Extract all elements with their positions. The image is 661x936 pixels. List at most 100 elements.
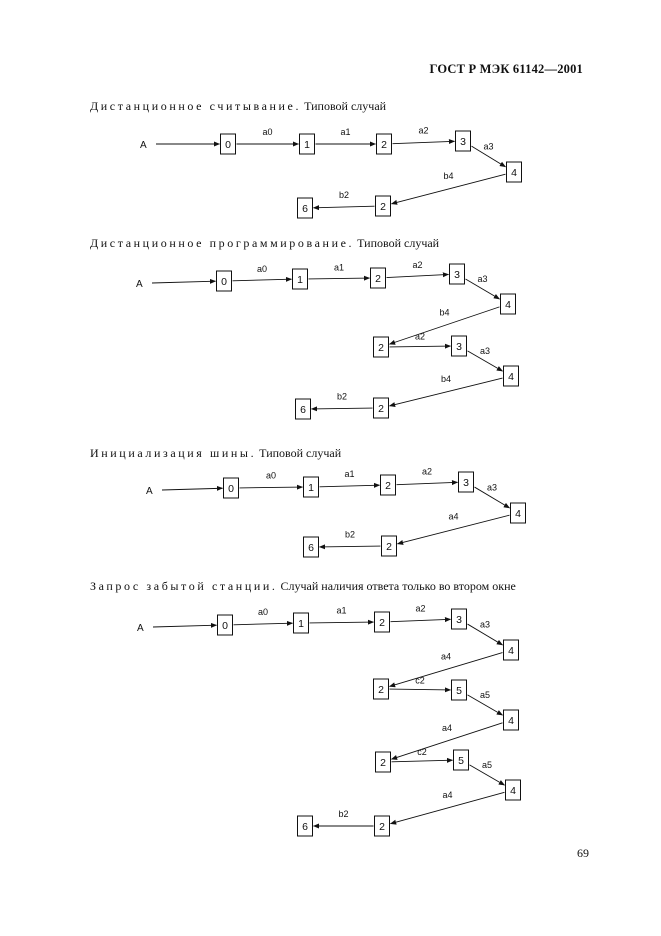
edge-arrow bbox=[310, 406, 373, 412]
state-label: 4 bbox=[511, 167, 517, 179]
state-node: 2 bbox=[373, 397, 389, 419]
state-label: 4 bbox=[508, 715, 514, 727]
state-box bbox=[223, 477, 239, 499]
state-box bbox=[374, 815, 390, 837]
state-node: 4 bbox=[506, 161, 522, 183]
state-node: 2 bbox=[375, 751, 391, 773]
state-box bbox=[295, 398, 311, 420]
page-number: 69 bbox=[577, 846, 589, 860]
state-node: 3 bbox=[455, 130, 471, 152]
state-label: 2 bbox=[375, 273, 381, 285]
state-node: 1 bbox=[292, 268, 308, 290]
state-node: 0 bbox=[223, 477, 239, 499]
state-node: 2 bbox=[380, 474, 396, 496]
edge-label: a2 bbox=[415, 604, 425, 614]
state-box bbox=[375, 195, 391, 217]
state-box bbox=[293, 612, 309, 634]
state-node: 3 bbox=[451, 608, 467, 630]
section-title-forgotten-station: Запрос забытой станции. Случай наличия о… bbox=[90, 579, 516, 594]
edge-label: a0 bbox=[262, 127, 272, 137]
state-node: 2 bbox=[373, 678, 389, 700]
edge-arrow bbox=[389, 687, 452, 693]
edge-label: a4 bbox=[442, 790, 452, 800]
state-box bbox=[380, 474, 396, 496]
start-label: А bbox=[146, 486, 153, 497]
section-title-remote-reading: Дистанционное считывание. Типовой случай bbox=[90, 99, 386, 114]
edge-label: a1 bbox=[340, 127, 350, 137]
edge-label: a4 bbox=[442, 723, 452, 733]
edge-label: a0 bbox=[258, 607, 268, 617]
state-node: 6 bbox=[303, 536, 319, 558]
edge-label: b2 bbox=[337, 392, 347, 402]
edge-arrow bbox=[471, 145, 507, 168]
state-node: 2 bbox=[373, 336, 389, 358]
state-node: 0 bbox=[220, 133, 236, 155]
section-title-main: Инициализация шины. bbox=[90, 446, 257, 460]
edge-label: a3 bbox=[480, 346, 490, 356]
state-node: 2 bbox=[370, 267, 386, 289]
edge-label: a3 bbox=[483, 142, 493, 152]
state-box bbox=[303, 536, 319, 558]
state-node: 4 bbox=[510, 502, 526, 524]
edge-arrow bbox=[467, 623, 504, 646]
state-label: 2 bbox=[379, 821, 385, 833]
state-box bbox=[503, 709, 519, 731]
state-label: 1 bbox=[297, 274, 303, 286]
edge-label: a1 bbox=[344, 469, 354, 479]
edge-label: b4 bbox=[441, 374, 451, 384]
state-node: 4 bbox=[505, 779, 521, 801]
state-node: 6 bbox=[297, 197, 313, 219]
state-box bbox=[374, 611, 390, 633]
state-box bbox=[303, 476, 319, 498]
section-title-main: Запрос забытой станции. bbox=[90, 579, 278, 593]
state-box bbox=[510, 502, 526, 524]
state-label: 3 bbox=[460, 136, 466, 148]
edge-label: a5 bbox=[482, 760, 492, 770]
edge-arrow bbox=[239, 484, 304, 490]
edge-label: a5 bbox=[480, 690, 490, 700]
state-label: 2 bbox=[378, 342, 384, 354]
state-label: 2 bbox=[378, 403, 384, 415]
state-label: 6 bbox=[302, 203, 308, 215]
state-label: 0 bbox=[225, 139, 231, 151]
edge-label: a2 bbox=[422, 467, 432, 477]
start-label: А bbox=[136, 279, 143, 290]
section-title-main: Дистанционное считывание. bbox=[90, 99, 302, 113]
edge-label: b2 bbox=[338, 809, 348, 819]
state-label: 6 bbox=[302, 821, 308, 833]
edge-label: a2 bbox=[415, 332, 425, 342]
edge-arrow bbox=[308, 275, 371, 281]
edge-arrow bbox=[232, 276, 293, 282]
section-title-case: Случай наличия ответа только во втором о… bbox=[280, 579, 516, 593]
state-box bbox=[451, 335, 467, 357]
state-node: 6 bbox=[295, 398, 311, 420]
edge-arrow bbox=[386, 272, 450, 279]
section-title-remote-programming: Дистанционное программирование. Типовой … bbox=[90, 236, 439, 251]
edge-label: a1 bbox=[334, 263, 344, 273]
state-box bbox=[373, 397, 389, 419]
state-label: 4 bbox=[510, 785, 516, 797]
standard-header: ГОСТ Р МЭК 61142—2001 bbox=[429, 62, 583, 76]
edge-start-arrow bbox=[161, 485, 224, 491]
state-node: 4 bbox=[503, 639, 519, 661]
state-box bbox=[381, 535, 397, 557]
state-box bbox=[373, 678, 389, 700]
state-label: 2 bbox=[386, 541, 392, 553]
state-label: 5 bbox=[458, 755, 464, 767]
state-node: 4 bbox=[500, 293, 516, 315]
state-node: 3 bbox=[449, 263, 465, 285]
state-box bbox=[373, 336, 389, 358]
section-title-case: Типовой случай bbox=[259, 446, 342, 460]
state-box bbox=[505, 779, 521, 801]
state-box bbox=[376, 133, 392, 155]
edge-start-arrow bbox=[151, 278, 217, 284]
state-node: 4 bbox=[503, 709, 519, 731]
edge-arrow bbox=[396, 480, 459, 486]
edge-arrow bbox=[318, 544, 381, 550]
edge-label: b2 bbox=[345, 530, 355, 540]
edge-label: a2 bbox=[418, 126, 428, 136]
state-node: 0 bbox=[216, 270, 232, 292]
edge-start-arrow bbox=[152, 622, 218, 628]
